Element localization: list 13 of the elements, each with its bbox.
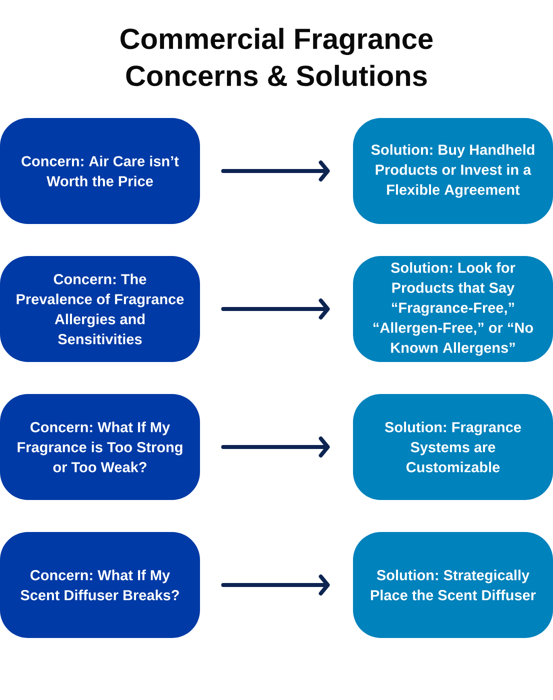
arrow: [221, 298, 330, 320]
rounded-box: Solution: Look for Products that Say “Fragrance-Free,” “Allergen-Free,” or “No Known Allergens”: [353, 256, 553, 362]
arrow: [221, 160, 330, 182]
arrow: [221, 574, 330, 596]
rounded-box: Solution: Fragrance Systems are Customizable: [353, 394, 553, 500]
rounded-box: Concern: What If My Fragrance is Too Strong or Too Weak?: [0, 394, 200, 500]
rounded-box: Concern: What If My Scent Diffuser Breaks?: [0, 532, 200, 638]
rounded-box: Solution: Strategically Place the Scent Diffuser: [353, 532, 553, 638]
rounded-box: Solution: Buy Handheld Products or Invest in a Flexible Agreement: [353, 118, 553, 224]
rounded-box: Concern: Air Care isn’t Worth the Price: [0, 118, 200, 224]
arrow: [221, 436, 330, 458]
title: Commercial Fragrance Concerns & Solutions: [120, 28, 433, 86]
rounded-box: Concern: The Prevalence of Fragrance Allergies and Sensitivities: [0, 256, 200, 362]
